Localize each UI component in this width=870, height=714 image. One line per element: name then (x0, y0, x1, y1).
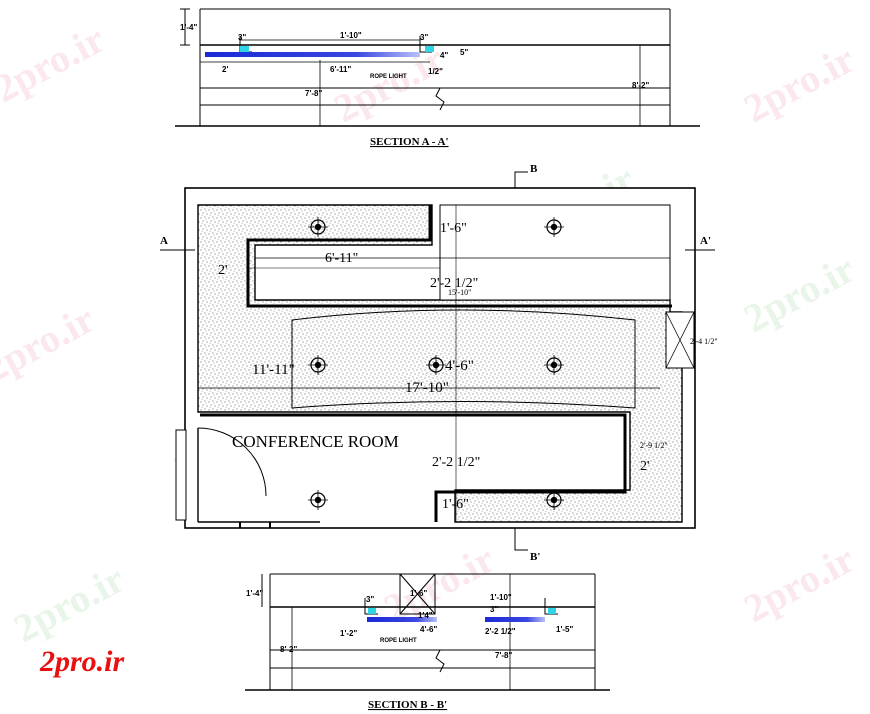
section-marker: A (160, 235, 168, 247)
dim: 3" (490, 605, 498, 614)
dim: 2'-2 1/2" (485, 627, 516, 636)
dim: 8'-2" (280, 645, 297, 654)
dim: 2'-2 1/2" (432, 455, 480, 470)
dim: 7'-8" (305, 89, 322, 98)
brand-logo: 2pro.ir (40, 645, 125, 678)
dim: 4'-6" (420, 625, 437, 634)
section-b (245, 573, 610, 691)
dim: 1'-6" (440, 221, 467, 236)
dim: 1'-4" (180, 23, 197, 32)
rope-light-label: ROPE LIGHT (380, 638, 417, 644)
dim: 2' (222, 65, 228, 74)
dim: 17'-10" (405, 380, 449, 396)
dim: 3" (366, 595, 374, 604)
rope-light-label: ROPE LIGHT (370, 74, 407, 80)
dim: 1'-6" (410, 589, 427, 598)
dim: 4" (440, 51, 448, 60)
dim: 8'-2" (632, 81, 649, 90)
dim: 3" (420, 33, 428, 42)
dim: 2'-4 1/2" (690, 337, 718, 346)
section-marker: B' (530, 551, 540, 563)
dim: 3" (238, 33, 246, 42)
section-a (175, 8, 700, 127)
dim: 2' (218, 263, 228, 278)
cyan-light-a2 (425, 46, 434, 52)
dim: 6'-11" (325, 251, 358, 266)
dim: 1'-10" (340, 31, 362, 40)
dim: 1'-5" (556, 625, 573, 634)
cyan-light-a (240, 46, 249, 52)
cyan-light-b (368, 608, 376, 614)
dim: 15'-10" (448, 288, 471, 297)
dim: 7'-8" (495, 651, 512, 660)
dim: 2'-2 1/2" (430, 276, 478, 291)
dim: 5" (460, 48, 468, 57)
dim: 2' (640, 459, 650, 474)
rope-light-b (367, 617, 437, 622)
dim: 6'-11" (330, 65, 351, 74)
rope-light-b2 (485, 617, 545, 622)
dim: 2'-9 1/2" (640, 441, 668, 450)
section-marker: A' (700, 235, 711, 247)
dim: 1/2" (428, 67, 443, 76)
dim: 11'-11" (252, 362, 295, 378)
section-b-title: SECTION B - B' (368, 699, 447, 711)
dim: 1'-10" (490, 593, 512, 602)
dim: 1'-2" (340, 629, 357, 638)
dim: 1'4" (418, 611, 433, 620)
rope-light-a (205, 52, 420, 57)
dim: 4'-6" (445, 358, 474, 374)
dim: 1'-6" (442, 497, 469, 512)
dim: 1'-4" (246, 589, 263, 598)
section-marker: B (530, 163, 538, 175)
room-name: CONFERENCE ROOM (232, 432, 399, 451)
section-a-title: SECTION A - A' (370, 136, 449, 148)
cyan-light-b2 (548, 608, 556, 614)
plan-walls (160, 171, 715, 551)
